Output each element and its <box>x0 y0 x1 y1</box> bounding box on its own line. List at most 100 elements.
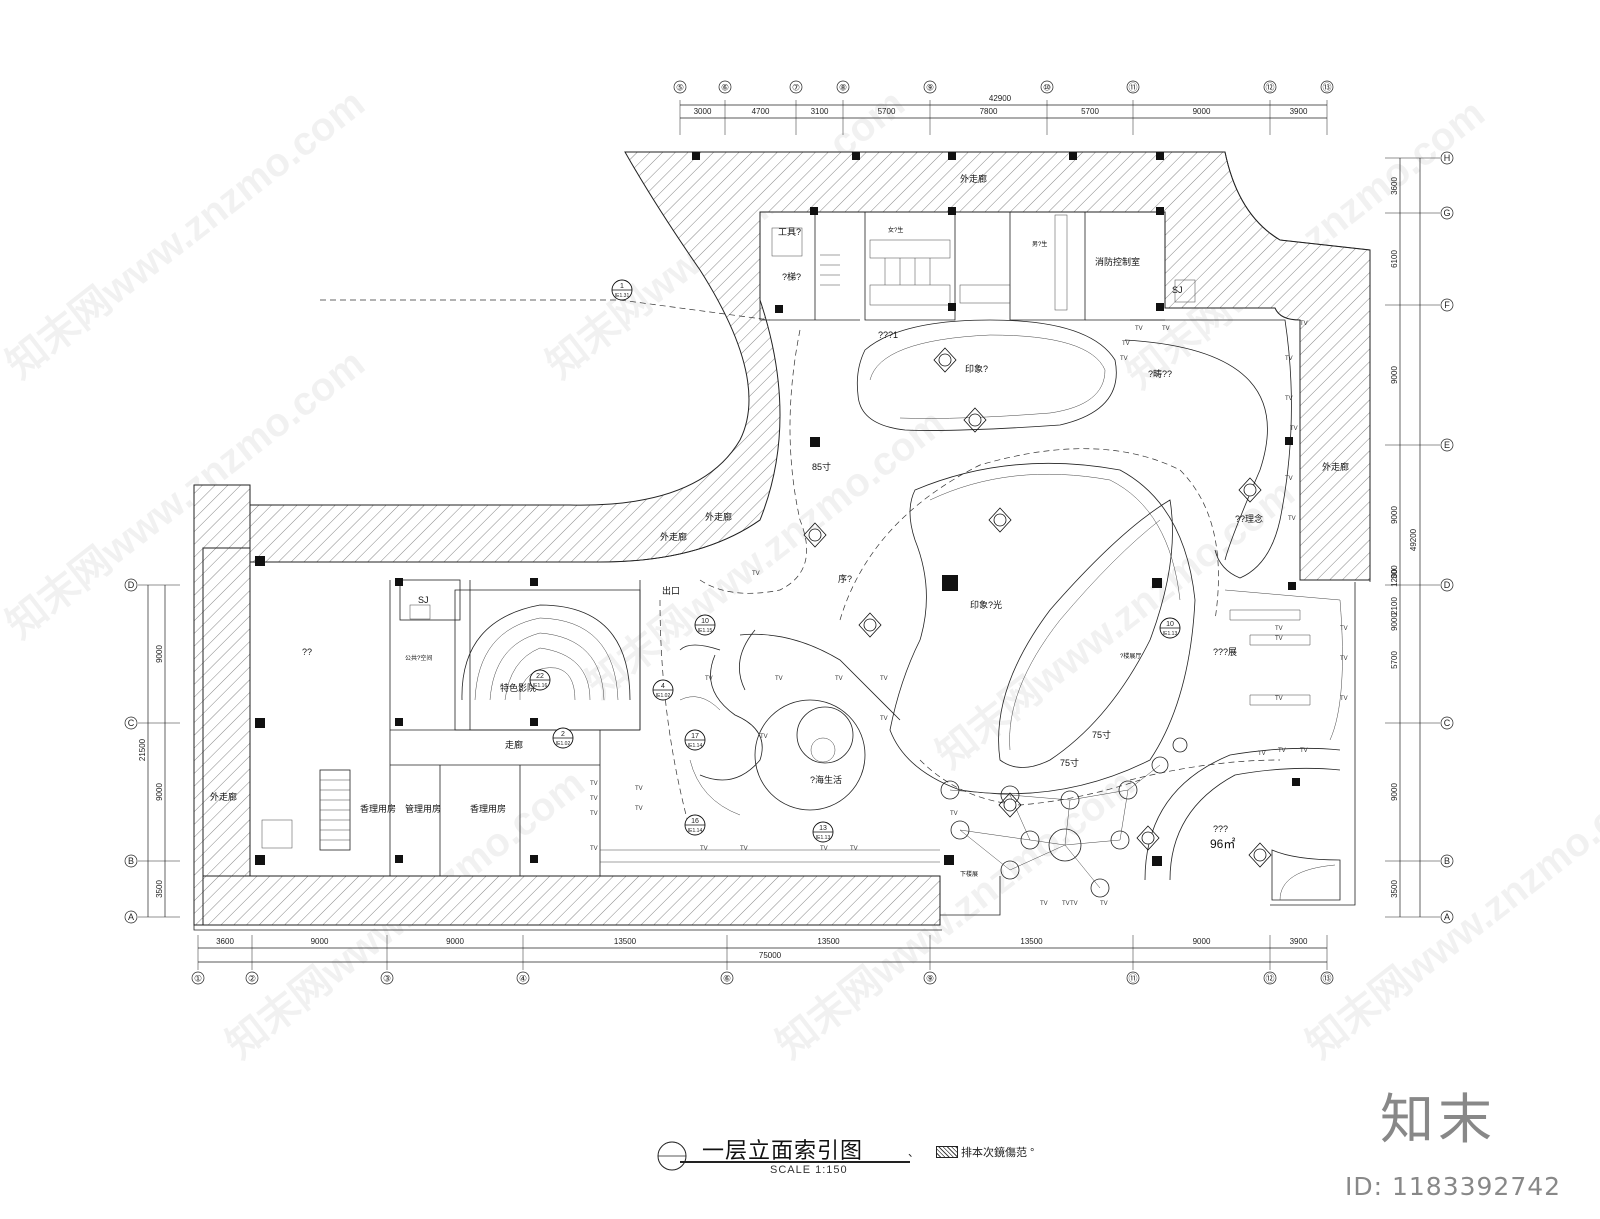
tv-label: TV <box>740 846 748 852</box>
elevation-marker-ref: IE1.16 <box>533 683 548 689</box>
dimension-value: 3900 <box>1290 937 1308 946</box>
index-pointer-circle <box>1243 483 1257 497</box>
title-circle-icon <box>657 1141 687 1171</box>
index-pointer-circle <box>968 413 982 427</box>
grid-bubble <box>1440 578 1454 592</box>
elevation-marker-ref: IE1.31 <box>615 293 630 299</box>
tv-label: TV <box>775 676 783 682</box>
tv-label: TV <box>1278 748 1286 754</box>
grid-label: H <box>1444 153 1451 163</box>
dimension-total: 49200 <box>1409 528 1418 551</box>
dimension-value: 9000 <box>1193 937 1211 946</box>
grid-bubble <box>1440 854 1454 868</box>
tv-label: TV <box>950 811 958 817</box>
grid-label: ⑫ <box>1265 83 1274 93</box>
grid-label: F <box>1444 300 1450 310</box>
tv-label: TV <box>1340 626 1348 632</box>
room-label: 出口 <box>662 585 680 596</box>
elevation-marker-number: 2 <box>561 731 565 738</box>
elevation-marker-ref: IE1.02 <box>656 693 671 699</box>
dimension-total: 75000 <box>759 951 782 960</box>
grid-label: ⑫ <box>1265 974 1274 984</box>
room-label: 香理用房 <box>360 803 396 814</box>
grid-bubble <box>1263 971 1277 985</box>
grid-bubble <box>380 971 394 985</box>
dimension-value: 1200 <box>1390 569 1399 587</box>
elevation-marker-number: 13 <box>819 825 827 832</box>
tv-label: TV <box>1100 901 1108 907</box>
grid-label: A <box>1444 912 1450 922</box>
dimension-value: 9000 <box>1390 366 1399 384</box>
grid-label: ③ <box>383 974 391 984</box>
index-pointer-circle <box>938 353 952 367</box>
dimension-value: 3500 <box>155 880 164 898</box>
tv-label: TV <box>1062 901 1070 907</box>
grid-label: ⑦ <box>792 83 800 93</box>
index-pointer-circle <box>1141 831 1155 845</box>
room-label: 特色影院 <box>500 682 536 693</box>
grid-bubble <box>1440 438 1454 452</box>
grid-bubble <box>1440 298 1454 312</box>
grid-label: ⑥ <box>723 974 731 984</box>
room-label: ???1 <box>878 330 898 340</box>
tv-label: TV <box>590 811 598 817</box>
room-label: 公共?空间 <box>405 654 432 662</box>
grid-bubble <box>1040 80 1054 94</box>
index-pointer-icon <box>988 507 1012 533</box>
drawing-title: 一层立面索引图 <box>702 1138 864 1163</box>
elevation-marker-number: 4 <box>661 683 665 690</box>
grid-label: G <box>1443 208 1450 218</box>
grid-label: ① <box>194 974 202 984</box>
room-label: 外走廊 <box>210 791 237 802</box>
room-label: 印象? <box>965 363 988 374</box>
tv-label: TV <box>760 734 768 740</box>
dimension-value: 300 <box>1390 565 1399 579</box>
room-label: ?畴?? <box>1148 368 1172 379</box>
dimension-value: 9000 <box>1390 783 1399 801</box>
elevation-marker-number: 10 <box>1166 621 1174 628</box>
room-label: 香理用房 <box>470 803 506 814</box>
room-label: 工具? <box>778 227 801 237</box>
room-label: ?海生活 <box>810 774 842 785</box>
grid-bubble <box>1440 716 1454 730</box>
brand-logo: 知末 <box>1380 1088 1496 1151</box>
legend-prefix: 、 <box>908 1147 919 1159</box>
room-label: ???展 <box>1213 647 1237 657</box>
dimension-value: 5700 <box>878 107 896 116</box>
drawing-title-block: 一层立面索引图 SCALE 1:150 <box>650 1130 1050 1190</box>
grid-label: ⑥ <box>721 83 729 93</box>
grid-label: ⑬ <box>1322 83 1331 93</box>
room-labels: 外走廊 外走廊 外走廊 外走廊 外走廊 消防控制室 工具? ?梯? ???1 印… <box>210 173 1349 878</box>
room-label: 走廊 <box>505 739 523 750</box>
grid-label: A <box>128 912 134 922</box>
index-pointer-circle <box>1003 798 1017 812</box>
grid-bubble <box>124 910 138 924</box>
elevation-marker-ref: IE1.15 <box>698 628 713 634</box>
grid-label: ⑧ <box>839 83 847 93</box>
index-pointer-icon <box>803 522 827 548</box>
grid-label: B <box>1444 856 1450 866</box>
room-label: SJ <box>418 595 429 605</box>
index-pointer-circle <box>808 528 822 542</box>
grid-bubble <box>1126 80 1140 94</box>
grid-label: ⑪ <box>1128 83 1137 93</box>
grid-bubble <box>1126 971 1140 985</box>
tv-label: TV <box>1290 426 1298 432</box>
grid-bubble <box>1440 206 1454 220</box>
dimension-value: 3100 <box>811 107 829 116</box>
grid-bubble <box>1440 151 1454 165</box>
grid-label: ⑤ <box>676 83 684 93</box>
tv-label: TV <box>1275 626 1283 632</box>
index-pointer-icon <box>1238 477 1262 503</box>
room-label: SJ <box>1172 285 1183 295</box>
tv-label: TV <box>1285 356 1293 362</box>
grid-label: ⑪ <box>1128 974 1137 984</box>
dimension-value: 13500 <box>614 937 637 946</box>
grid-bubble <box>836 80 850 94</box>
index-pointer-icon <box>858 612 882 638</box>
room-label: 96㎡ <box>1210 837 1235 851</box>
grid-label: D <box>1444 580 1451 590</box>
tv-label: TV <box>835 676 843 682</box>
